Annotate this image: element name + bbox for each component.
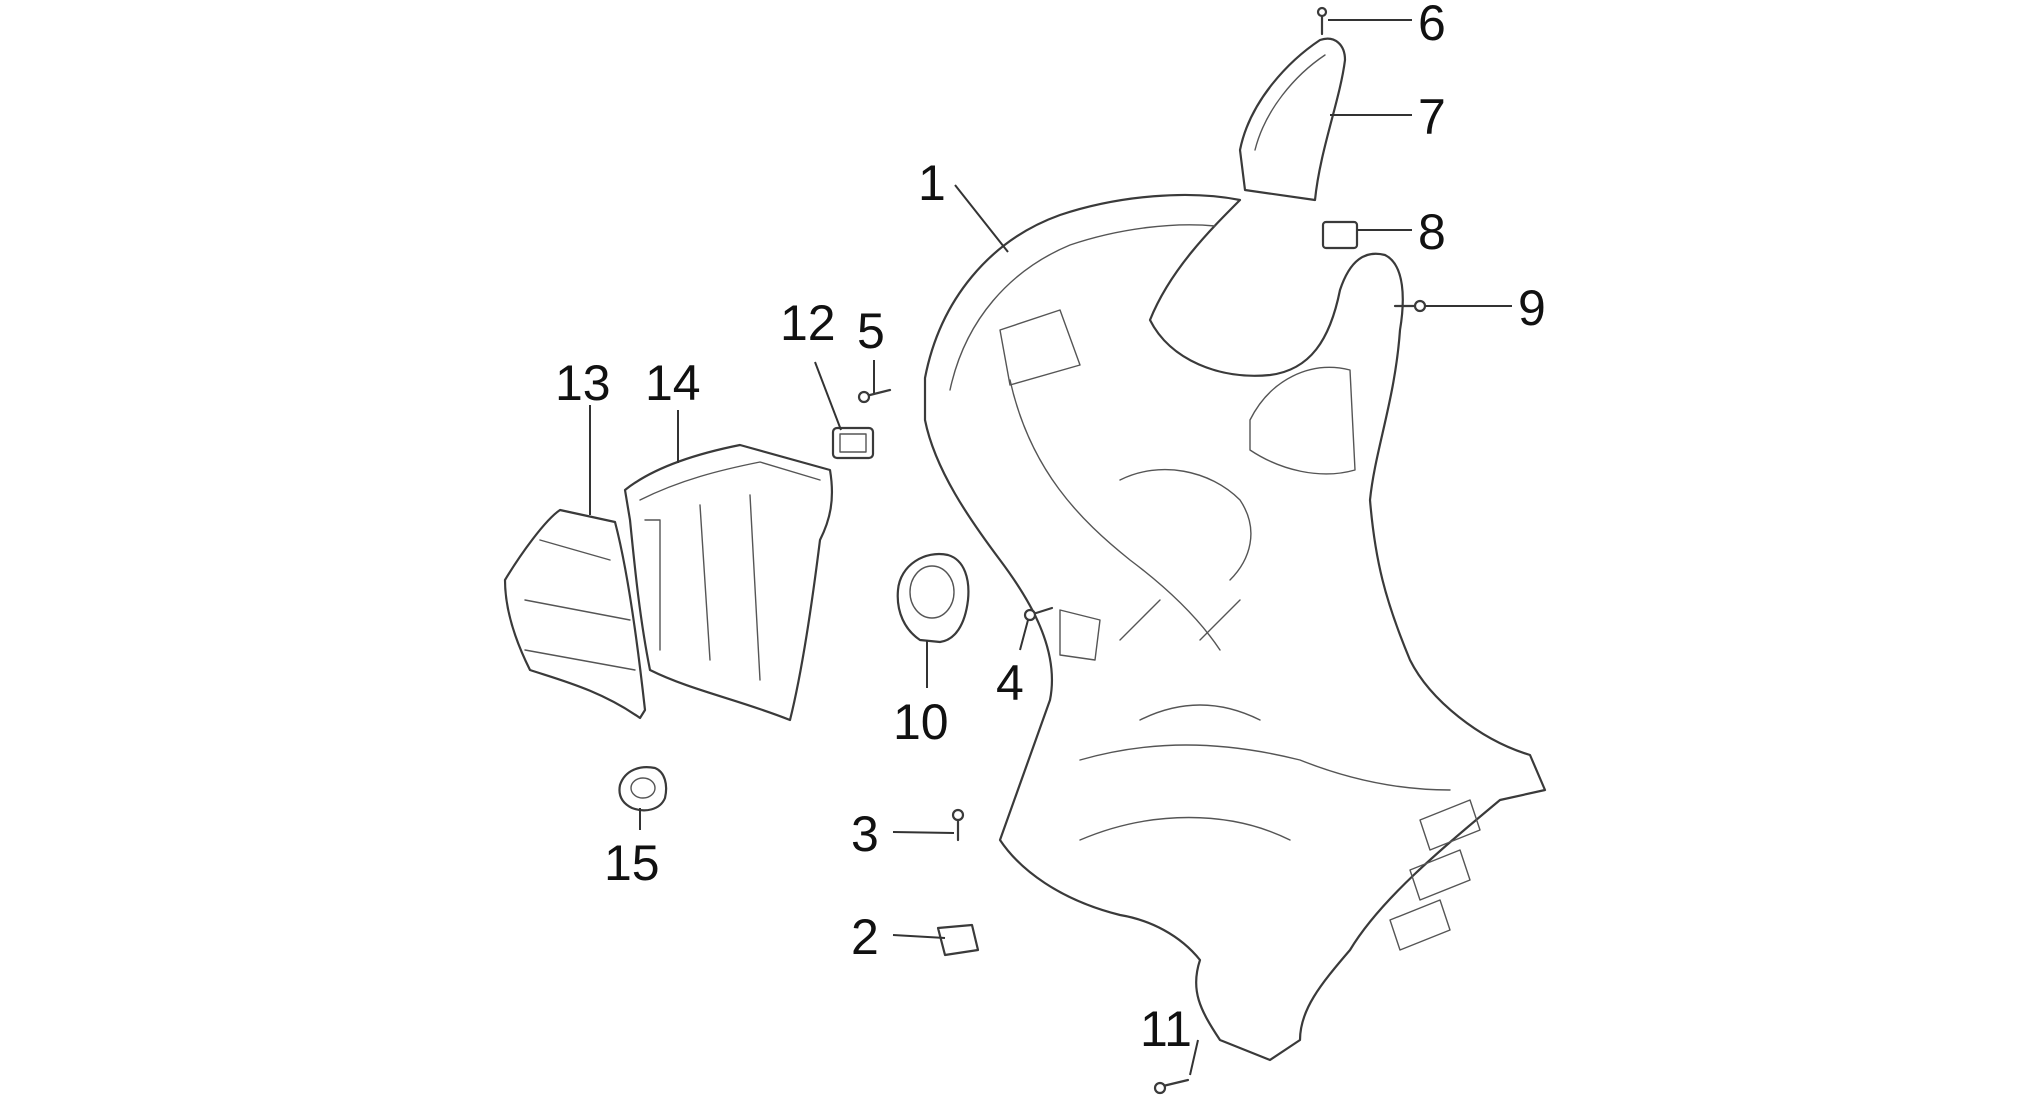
- leader-11: [1189, 1039, 1199, 1076]
- glove-box-door-part: [503, 508, 647, 720]
- callout-9: 9: [1518, 280, 1546, 336]
- screw-11: [1153, 1078, 1190, 1095]
- ring-clip-part: [618, 766, 668, 812]
- screw-9: [1393, 299, 1427, 313]
- leader-12: [814, 361, 842, 431]
- callout-4: 4: [996, 655, 1024, 711]
- nut-clip-part: [1321, 220, 1359, 250]
- screw-3: [951, 808, 965, 842]
- callout-8: 8: [1418, 204, 1446, 260]
- callout-1: 1: [918, 155, 946, 211]
- leader-lines: [589, 19, 1512, 1076]
- screw-6: [1316, 6, 1328, 36]
- callout-10: 10: [893, 694, 949, 750]
- bracket-nut-part: [936, 923, 980, 957]
- callout-15: 15: [604, 835, 660, 891]
- callout-13: 13: [555, 355, 611, 411]
- callout-11: 11: [1140, 1001, 1192, 1057]
- glove-box-tray-part: [623, 443, 834, 722]
- callout-14: 14: [645, 355, 701, 411]
- leader-2: [892, 934, 946, 939]
- callout-3: 3: [851, 806, 879, 862]
- callout-labels: 1 2 3 4 5 6 7 8 9 10 11 12 13 14 15: [555, 0, 1546, 1057]
- callout-5: 5: [857, 303, 885, 359]
- clip-part: [831, 426, 875, 460]
- top-cover-panel-part: [1238, 37, 1347, 202]
- grommet-ring-part: [896, 552, 970, 644]
- callout-6: 6: [1418, 0, 1446, 51]
- leader-3: [892, 831, 955, 834]
- leader-1: [954, 184, 1009, 253]
- callout-2: 2: [851, 909, 879, 965]
- leg-shield-part: [923, 193, 1547, 1062]
- screw-4: [1023, 606, 1054, 622]
- screw-5: [857, 388, 892, 404]
- callout-12: 12: [780, 295, 836, 351]
- callout-7: 7: [1418, 89, 1446, 145]
- leader-4: [1019, 619, 1029, 651]
